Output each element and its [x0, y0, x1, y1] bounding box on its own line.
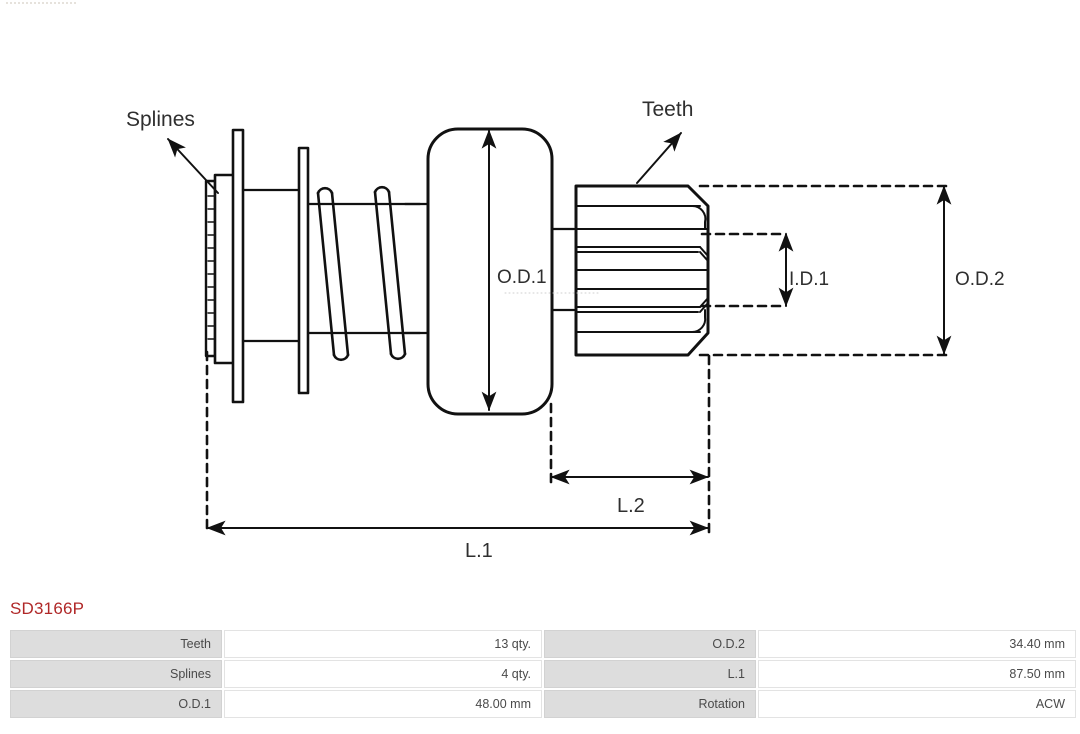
spec-value-l1: 87.50 mm — [758, 660, 1076, 688]
id1-dimension-label: I.D.1 — [789, 269, 829, 290]
spec-label-teeth: Teeth — [10, 630, 222, 658]
gear-tooth-lines — [575, 205, 709, 333]
helix-coil-1-cap-top — [316, 186, 334, 195]
specification-table-body: Teeth 13 qty. O.D.2 34.40 mm Splines 4 q… — [10, 630, 1076, 718]
spline-teeth-marks — [207, 195, 215, 340]
teeth-leader-line — [636, 132, 682, 184]
part-number: SD3166P — [10, 599, 85, 618]
od1-dimension-label: O.D.1 — [497, 267, 547, 288]
spec-value-splines: 4 qty. — [224, 660, 542, 688]
spec-label-od1: O.D.1 — [10, 690, 222, 718]
spec-label-od2: O.D.2 — [544, 630, 756, 658]
specification-table: Teeth 13 qty. O.D.2 34.40 mm Splines 4 q… — [8, 628, 1078, 720]
helix-coil-1b — [330, 191, 350, 357]
helix-coil-2b — [387, 190, 407, 356]
drawing-canvas: Splines Teeth O.D.1 I.D.1 O.D.2 L.1 L.2 — [126, 98, 1005, 562]
table-row: O.D.1 48.00 mm Rotation ACW — [10, 690, 1076, 718]
table-row: Teeth 13 qty. O.D.2 34.40 mm — [10, 630, 1076, 658]
top-edge-artifact — [6, 2, 76, 4]
helix-coil-2-cap-top — [373, 185, 391, 194]
helix-coil-1 — [316, 191, 336, 357]
teeth-callout-label: Teeth — [642, 98, 693, 121]
helix-coil-2 — [373, 190, 393, 356]
gear-chamfer-bottom — [691, 309, 707, 334]
l1-dimension-label: L.1 — [465, 540, 493, 562]
splines-leader-line — [167, 138, 219, 194]
spline-sleeve — [204, 179, 217, 358]
drum-outline — [241, 188, 303, 343]
spline-shaft-group — [204, 128, 310, 404]
technical-drawing: Splines Teeth O.D.1 I.D.1 O.D.2 L.1 L.2 — [126, 98, 1005, 562]
flange-disc-2 — [297, 146, 310, 395]
spec-value-od1: 48.00 mm — [224, 690, 542, 718]
pinion-shaft — [550, 227, 576, 312]
gear-chamfer-top — [691, 204, 707, 230]
od2-extension-lines — [698, 184, 952, 357]
gear-helix-mark-top — [699, 246, 709, 262]
splines-callout-label: Splines — [126, 108, 195, 131]
spec-label-splines: Splines — [10, 660, 222, 688]
l1-extension-lines — [205, 350, 711, 536]
spec-value-od2: 34.40 mm — [758, 630, 1076, 658]
l2-dimension-label: L.2 — [617, 495, 645, 517]
table-row: Splines 4 qty. L.1 87.50 mm — [10, 660, 1076, 688]
helix-coil-2-cap-bot — [389, 352, 407, 361]
od2-dimension-label: O.D.2 — [955, 269, 1005, 290]
helix-coil-1-cap-bot — [332, 353, 350, 362]
spec-label-l1: L.1 — [544, 660, 756, 688]
spec-value-teeth: 13 qty. — [224, 630, 542, 658]
id1-extension-lines — [700, 232, 782, 308]
pinion-gear-group — [574, 184, 710, 357]
helical-barrel-group — [306, 185, 422, 362]
spec-value-rotation: ACW — [758, 690, 1076, 718]
spec-label-rotation: Rotation — [544, 690, 756, 718]
flange-disc-1 — [231, 128, 245, 404]
